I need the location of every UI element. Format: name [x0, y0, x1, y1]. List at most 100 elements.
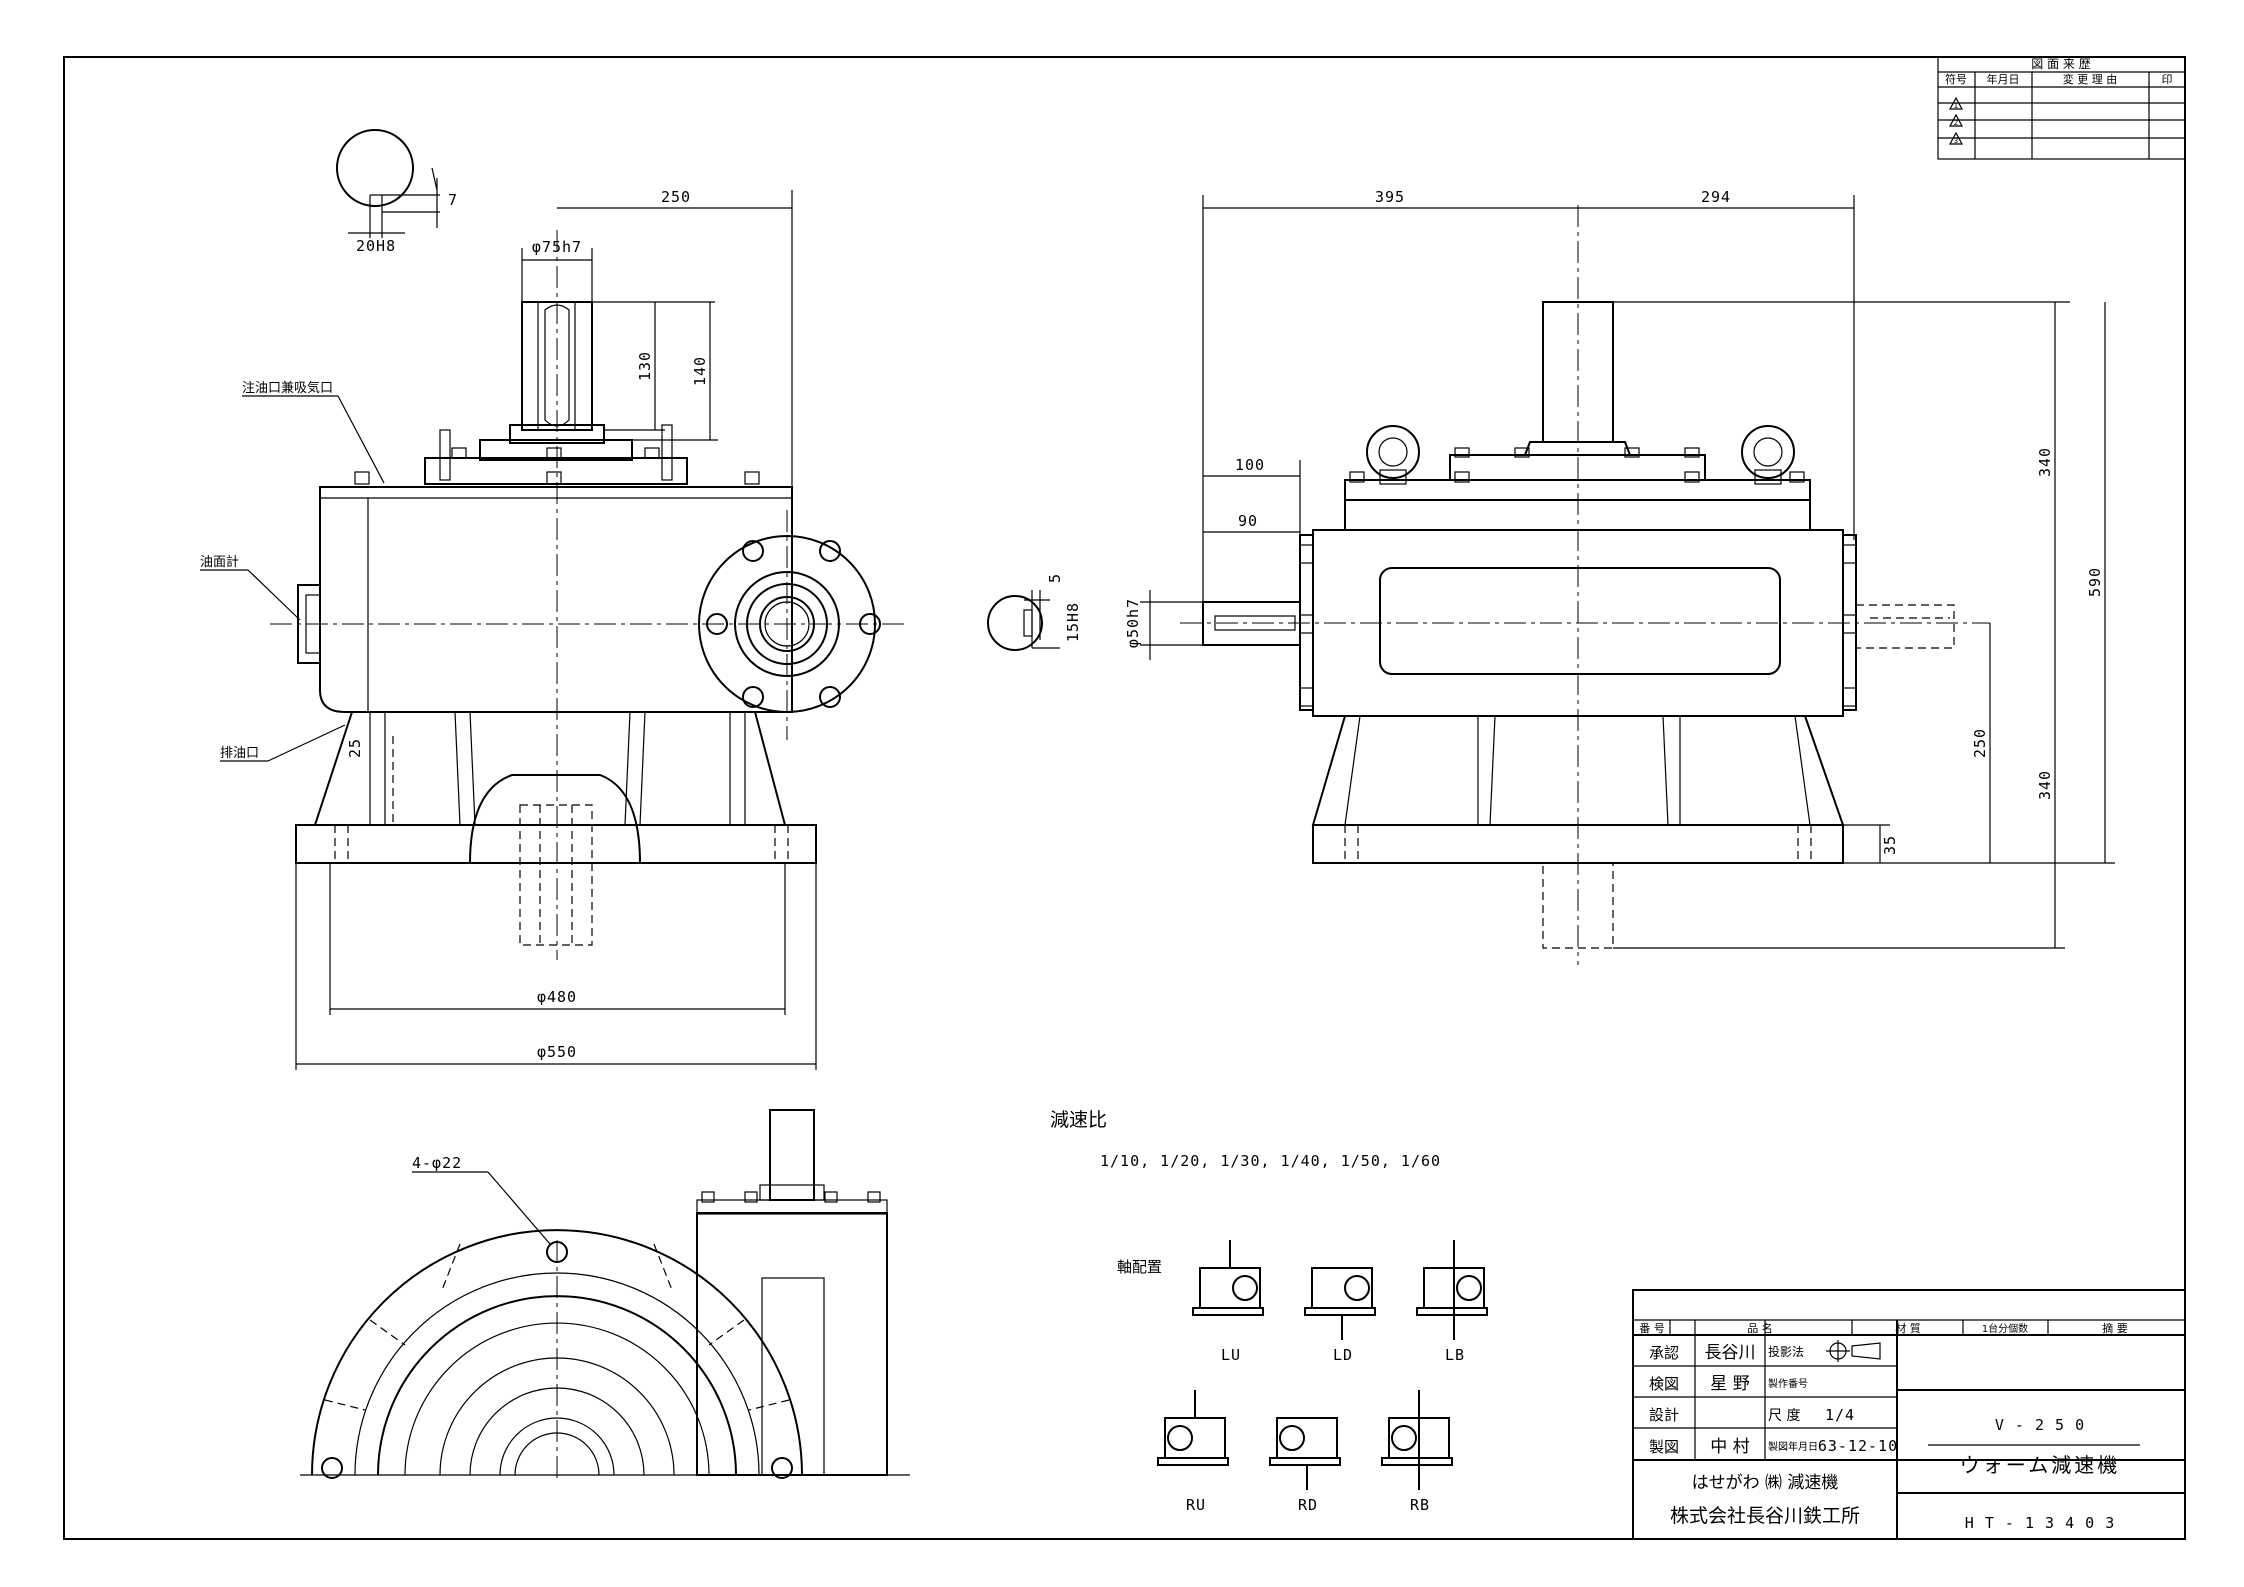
tb-scale-label: 尺 度	[1768, 1408, 1800, 1424]
tb-header-name: 品 名	[1747, 1321, 1773, 1335]
base	[295, 711, 817, 946]
dimension-250-side: 250	[1971, 623, 1991, 863]
tb-checked-label: 検図	[1649, 1375, 1679, 1393]
svg-text:35: 35	[1881, 835, 1899, 855]
bolt-icon	[701, 1191, 881, 1203]
tb-company: 株式会社長谷川鉄工所	[1670, 1505, 1860, 1527]
svg-text:15H8: 15H8	[1064, 602, 1082, 642]
arrangement-lb: LB	[1445, 1346, 1465, 1364]
revision-header-seal: 印	[2162, 73, 2173, 86]
tb-header-no: 番 号	[1639, 1322, 1665, 1335]
bolt-icon	[354, 471, 760, 485]
svg-text:注油口兼吸気口: 注油口兼吸気口	[242, 380, 333, 396]
key-width-label: 20H8	[356, 237, 396, 255]
dimension-294: 294	[1578, 188, 1855, 540]
tb-designed-label: 設計	[1649, 1406, 1679, 1424]
tb-mfg-no-label: 製作番号	[1768, 1377, 1808, 1390]
key-depth-label: 7	[448, 191, 458, 209]
dimension-shaft-dia: φ75h7	[521, 238, 593, 302]
svg-text:排油口: 排油口	[220, 746, 259, 761]
svg-text:4-φ22: 4-φ22	[412, 1154, 462, 1172]
arrangement-icon: LB	[1416, 1240, 1488, 1364]
arrangement-icon: RB	[1381, 1390, 1453, 1514]
dimension-250: 250	[557, 188, 793, 520]
tb-brand: はせがわ ㈱ 減速機	[1692, 1473, 1839, 1493]
svg-text:2: 2	[1954, 119, 1958, 127]
dimension-phi550: φ550	[295, 863, 817, 1070]
bolt-icon	[451, 447, 660, 459]
tb-model: V - 2 5 0	[1995, 1416, 2085, 1434]
arrangement-ld: LD	[1333, 1346, 1353, 1364]
svg-text:250: 250	[1971, 728, 1989, 758]
revision-triangle-icon: 3	[1948, 131, 1964, 145]
arrangement-icon: RU	[1157, 1390, 1229, 1514]
arrangement-ru: RU	[1186, 1496, 1206, 1514]
revision-table: 図 面 来 歴 符号 年月日 変 更 理 由 印 1 2 3	[1937, 56, 2186, 160]
svg-text:395: 395	[1375, 188, 1405, 206]
svg-text:294: 294	[1701, 188, 1731, 206]
svg-text:90: 90	[1238, 512, 1258, 530]
keyway-detail-front: 20H8 7	[336, 129, 458, 255]
svg-text:590: 590	[2086, 567, 2104, 597]
eye-bolt-icon	[1741, 425, 1795, 485]
svg-text:φ480: φ480	[537, 988, 577, 1006]
revision-triangle-icon: 1	[1948, 96, 1964, 110]
arrangement-rb: RB	[1410, 1496, 1430, 1514]
revision-header-reason: 変 更 理 由	[2063, 72, 2118, 86]
front-view: 20H8 7	[200, 129, 905, 1070]
tb-drawn-label: 製図	[1649, 1438, 1679, 1456]
dimension-100: 100	[1203, 456, 1301, 535]
dimension-input-dia: φ50h7	[1124, 590, 1203, 660]
tb-date-value: 63-12-10	[1818, 1437, 1898, 1455]
tb-header-material: 材 質	[1895, 1321, 1921, 1335]
keyway-detail-side: 15H8 5	[987, 573, 1082, 651]
mounting-hole	[771, 1457, 793, 1479]
tb-checked-value: 星 野	[1710, 1374, 1749, 1394]
dimension-phi480: φ480	[329, 863, 786, 1015]
dimension-395: 395	[1202, 188, 1578, 602]
svg-text:3: 3	[1954, 137, 1958, 145]
tb-drawing-no: H T - 1 3 4 0 3	[1965, 1514, 2115, 1532]
dimension-drain: 25	[346, 738, 364, 758]
tb-date-label: 製図年月日	[1768, 1440, 1818, 1453]
side-view: 15H8 5	[987, 188, 2115, 965]
note-drain: 排油口	[220, 724, 346, 762]
plan-view: 4-φ22	[300, 1109, 910, 1480]
tb-approved-label: 承認	[1649, 1344, 1679, 1362]
dimension-90: 90	[1203, 512, 1300, 533]
dimension-35: 35	[1843, 824, 1899, 863]
svg-text:25: 25	[346, 738, 364, 758]
svg-text:1: 1	[1954, 102, 1958, 110]
mounting-hole	[321, 1457, 343, 1479]
tb-drawn-value: 中 村	[1710, 1437, 1749, 1457]
revision-triangle-icon: 2	[1948, 113, 1964, 127]
svg-text:340: 340	[2036, 447, 2054, 477]
note-fill-breather: 注油口兼吸気口	[242, 380, 385, 484]
revision-header-mark: 符号	[1945, 73, 1967, 86]
arrangement-lu: LU	[1221, 1346, 1241, 1364]
ratio-label: 減速比	[1050, 1109, 1107, 1131]
arrangement-icon: LU	[1192, 1240, 1264, 1364]
cover-plate	[424, 457, 688, 485]
revision-header-date: 年月日	[1987, 72, 2020, 86]
projection-symbol-icon	[1826, 1340, 1881, 1362]
title-block: 番 号 品 名 材 質 1台分個数 摘 要 承認 長谷川 検図 星 野 設計 製…	[1632, 1289, 2186, 1540]
svg-text:油面計: 油面計	[200, 554, 239, 570]
tb-header-remarks: 摘 要	[2102, 1321, 2128, 1335]
ratio-values: 1/10, 1/20, 1/30, 1/40, 1/50, 1/60	[1100, 1152, 1441, 1170]
dimension-140: 140	[632, 302, 718, 441]
tb-scale-value: 1/4	[1825, 1406, 1855, 1424]
bolt-icon	[1349, 447, 1805, 483]
svg-text:340: 340	[2036, 770, 2054, 800]
svg-text:5: 5	[1046, 573, 1064, 583]
dimension-340-upper: 340	[1613, 301, 2070, 623]
arrangement-icon: RD	[1269, 1417, 1341, 1514]
tb-approved-value: 長谷川	[1705, 1343, 1756, 1363]
svg-text:140: 140	[691, 356, 709, 386]
arrangement-rd: RD	[1298, 1496, 1318, 1514]
note-oil-gauge: 油面計	[200, 554, 301, 621]
note-holes: 4-φ22	[412, 1154, 551, 1245]
tb-header-qty: 1台分個数	[1982, 1322, 2028, 1335]
eye-bolt-icon	[1366, 425, 1420, 485]
